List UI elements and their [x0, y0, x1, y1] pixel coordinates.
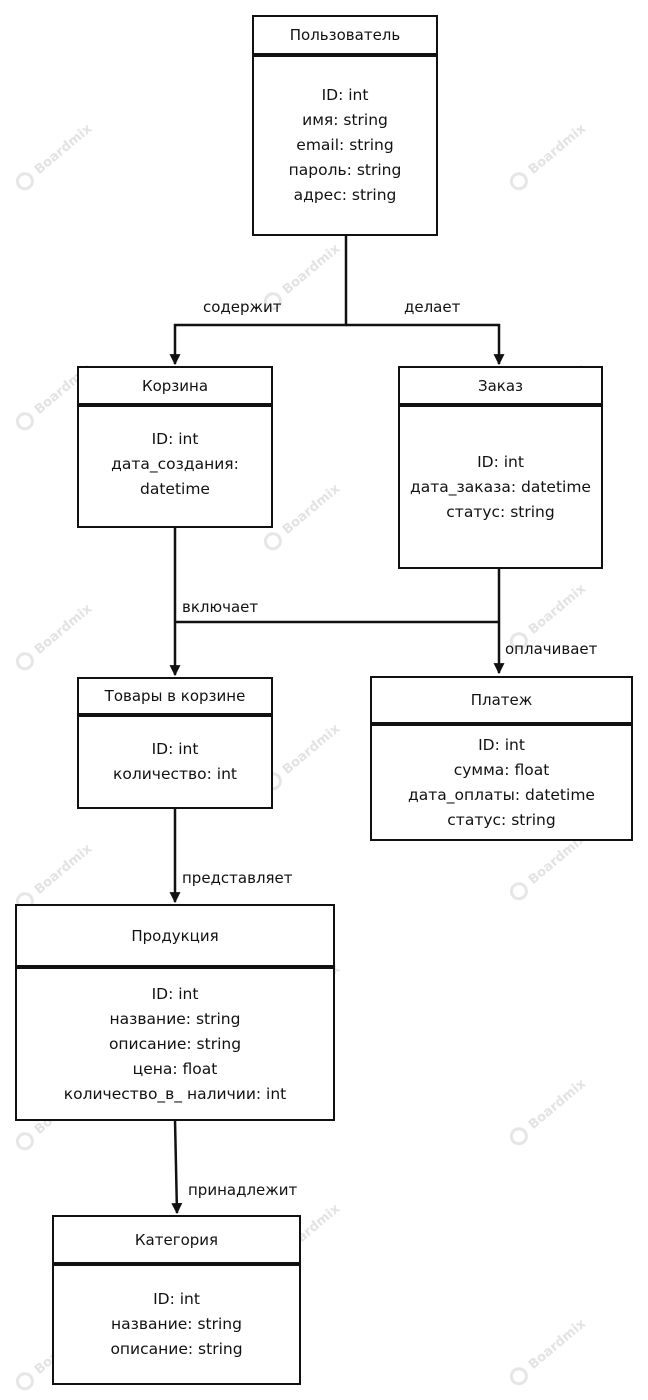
edge-product-category — [171, 1119, 183, 1215]
field: email: string — [296, 136, 394, 154]
field: ID: int — [478, 735, 525, 754]
field: дата_оплаты: datetime — [408, 785, 595, 804]
relation-label-contains: содержит — [203, 298, 282, 316]
field: цена: float — [132, 1059, 218, 1078]
entity-fields: ID: int сумма: float дата_оплаты: dateti… — [372, 726, 631, 839]
entity-order[interactable]: Заказ ID: int дата_заказа: datetime стат… — [398, 366, 603, 569]
field: ID: int — [151, 430, 199, 448]
entity-title: Корзина — [79, 368, 271, 407]
field: название: string — [111, 1315, 242, 1333]
field: описание: string — [110, 1340, 243, 1358]
field: статус: string — [446, 502, 555, 521]
entity-title: Заказ — [400, 368, 601, 407]
entity-cart[interactable]: Корзина ID: int дата_создания: datetime — [77, 366, 273, 528]
entity-title: Товары в корзине — [79, 679, 271, 717]
field: название: string — [109, 1009, 241, 1028]
entity-title: Продукция — [17, 906, 333, 969]
field: datetime — [140, 480, 210, 498]
field: описание: string — [108, 1034, 242, 1053]
entity-fields: ID: int название: string описание: strin… — [17, 969, 333, 1119]
field: дата_создания: — [111, 455, 239, 473]
field: адрес: string — [293, 186, 397, 204]
entity-title: Категория — [54, 1217, 299, 1266]
relation-label-makes: делает — [404, 298, 461, 316]
field: ID: int — [321, 86, 369, 104]
field: дата_заказа: datetime — [410, 477, 591, 496]
relation-label-includes: включает — [182, 598, 259, 616]
entity-product[interactable]: Продукция ID: int название: string описа… — [15, 904, 335, 1121]
entity-category[interactable]: Категория ID: int название: string описа… — [52, 1215, 301, 1385]
field: пароль: string — [288, 161, 402, 179]
entity-user[interactable]: Пользователь ID: int имя: string email: … — [252, 15, 438, 236]
entity-fields: ID: int дата_создания: datetime — [79, 407, 271, 526]
field: имя: string — [302, 111, 388, 129]
field: ID: int — [153, 1290, 200, 1308]
entity-title: Пользователь — [254, 17, 436, 57]
relation-label-represents: представляет — [182, 869, 293, 887]
field: сумма: float — [453, 760, 550, 779]
relation-label-belongs: принадлежит — [188, 1181, 298, 1199]
field: статус: string — [447, 810, 556, 829]
edge-user-order — [346, 323, 505, 366]
entity-fields: ID: int название: string описание: strin… — [54, 1266, 299, 1383]
field: количество_в_ наличии: int — [63, 1084, 287, 1103]
entity-cart-items[interactable]: Товары в корзине ID: int количество: int — [77, 677, 273, 809]
entity-fields: ID: int имя: string email: string пароль… — [254, 57, 436, 234]
field: ID: int — [477, 452, 524, 471]
relation-label-pays: оплачивает — [505, 640, 598, 658]
entity-payment[interactable]: Платеж ID: int сумма: float дата_оплаты:… — [370, 676, 633, 841]
entity-fields: ID: int дата_заказа: datetime статус: st… — [400, 407, 601, 567]
field: количество: int — [112, 765, 238, 783]
field: ID: int — [151, 740, 199, 758]
edge-user-cart — [169, 235, 348, 366]
entity-title: Платеж — [372, 678, 631, 726]
entity-fields: ID: int количество: int — [79, 717, 271, 807]
field: ID: int — [151, 984, 199, 1003]
